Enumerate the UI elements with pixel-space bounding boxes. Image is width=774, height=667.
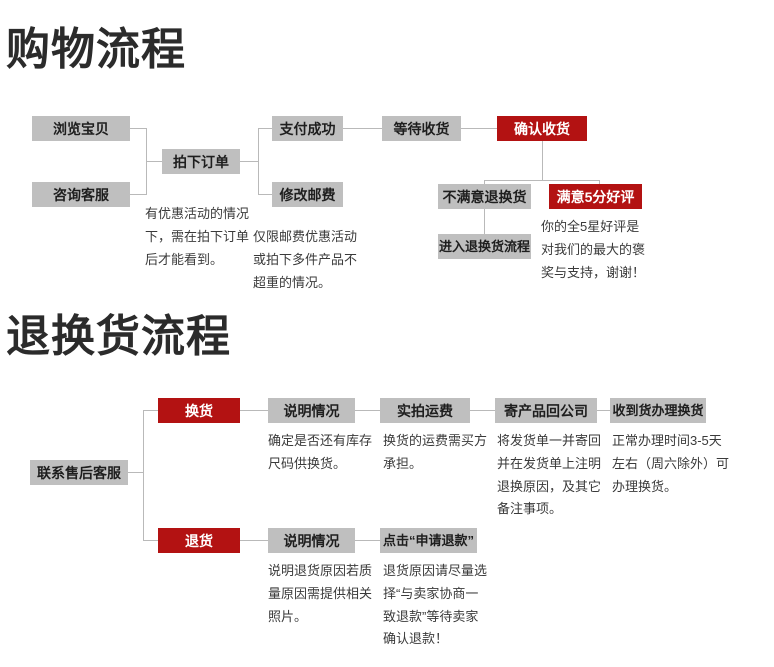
box-pay-success[interactable]: 支付成功 <box>272 116 343 141</box>
box-satisfied-review[interactable]: 满意5分好评 <box>549 184 642 209</box>
connector-pay-to-wait <box>343 128 382 129</box>
connector-order-right <box>240 161 258 162</box>
note-apply-refund: 退货原因请尽量选 择“与卖家协商一 致退款”等待卖家 确认退款！ <box>383 563 488 647</box>
box-send-back[interactable]: 寄产品回公司 <box>495 398 597 423</box>
connector-split-left-down <box>484 180 485 186</box>
note-promo: 有优惠活动的情况 下，需在拍下订单 后才能看到。 <box>145 206 250 267</box>
box-confirm-receipt[interactable]: 确认收货 <box>497 116 587 141</box>
note-exchange-shipping: 换货的运费需买方 承担。 <box>383 433 488 471</box>
connector-bracket-to-order <box>146 161 162 162</box>
box-exchange-explain[interactable]: 说明情况 <box>268 398 355 423</box>
box-contact-service[interactable]: 联系售后客服 <box>30 460 128 485</box>
connector-browse-right <box>130 128 146 129</box>
box-browse[interactable]: 浏览宝贝 <box>32 116 130 141</box>
box-exchange-shipping[interactable]: 实拍运费 <box>380 398 470 423</box>
connector-contact-right <box>128 472 143 473</box>
box-enter-return-process[interactable]: 进入退换货流程 <box>438 234 531 259</box>
connector-right-bracket-vertical <box>258 128 259 195</box>
note-shipping: 仅限邮费优惠活动 或拍下多件产品不 超重的情况。 <box>253 229 358 290</box>
connector-bracket-to-exchange <box>143 410 158 411</box>
box-place-order[interactable]: 拍下订单 <box>162 149 240 174</box>
connector-confirm-down <box>542 140 543 180</box>
connector-split-right-down <box>599 180 600 186</box>
connector-sendback-to-receive <box>597 410 610 411</box>
section-title-shopping: 购物流程 <box>6 25 186 74</box>
connector-exchange-to-explain <box>240 410 268 411</box>
connector-refund-explain-to-apply <box>355 540 380 541</box>
connector-bracket-to-pay <box>258 128 272 129</box>
connector-return-bracket-vertical <box>143 410 144 540</box>
connector-wait-to-confirm <box>461 128 497 129</box>
connector-explain-to-shipping <box>355 410 380 411</box>
note-praise: 你的全5星好评是 对我们的最大的褒 奖与支持，谢谢！ <box>541 219 646 280</box>
connector-consult-right <box>130 194 146 195</box>
note-receive-exchange: 正常办理时间3-5天 左右（周六除外）可 办理换货。 <box>612 433 730 494</box>
note-refund-explain: 说明退货原因若质 量原因需提供相关 照片。 <box>268 563 373 624</box>
note-send-back: 将发货单一并寄回 并在发货单上注明 退换原因，及其它 备注事项。 <box>497 433 602 517</box>
box-apply-refund[interactable]: 点击“申请退款” <box>380 528 477 553</box>
connector-refund-to-explain <box>240 540 268 541</box>
section-title-return: 退换货流程 <box>6 312 231 361</box>
connector-dissatisfied-down <box>484 208 485 235</box>
box-consult[interactable]: 咨询客服 <box>32 182 130 207</box>
connector-bracket-to-refund <box>143 540 158 541</box>
box-dissatisfied-return[interactable]: 不满意退换货 <box>438 184 531 209</box>
connector-bracket-to-modify <box>258 194 272 195</box>
box-receive-exchange[interactable]: 收到货办理换货 <box>610 398 706 423</box>
box-exchange[interactable]: 换货 <box>158 398 240 423</box>
box-wait-delivery[interactable]: 等待收货 <box>382 116 461 141</box>
box-refund-explain[interactable]: 说明情况 <box>268 528 355 553</box>
box-refund[interactable]: 退货 <box>158 528 240 553</box>
connector-shipping-to-sendback <box>470 410 495 411</box>
note-exchange-explain: 确定是否还有库存 尺码供换货。 <box>268 433 373 471</box>
box-modify-shipping[interactable]: 修改邮费 <box>272 182 343 207</box>
connector-confirm-split <box>484 180 599 181</box>
